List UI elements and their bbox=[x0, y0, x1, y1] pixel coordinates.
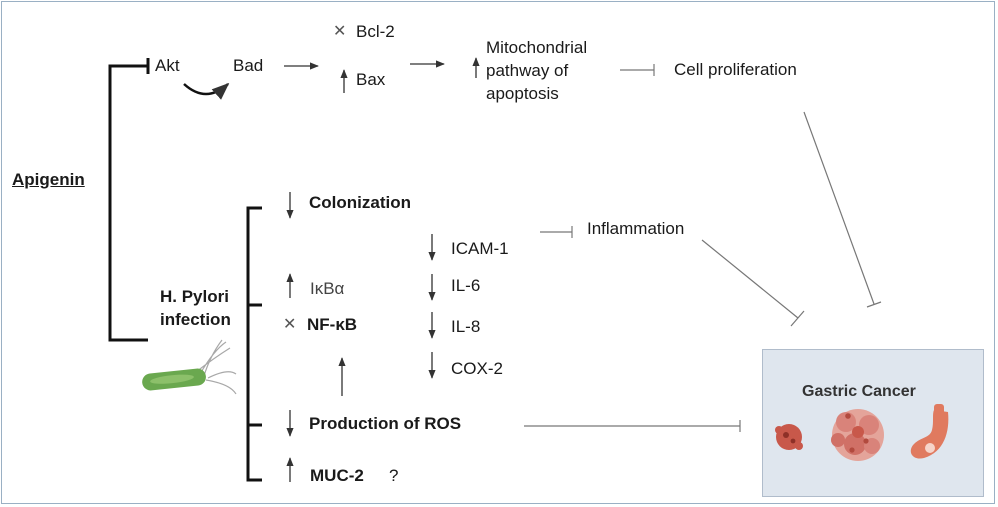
prolif-inhibit-cancer-line bbox=[803, 111, 875, 305]
cell-proliferation-label: Cell proliferation bbox=[674, 60, 797, 79]
ros-label: Production of ROS bbox=[309, 414, 462, 433]
bax-label: Bax bbox=[356, 70, 386, 89]
muc2-question-mark: ? bbox=[389, 466, 399, 485]
bad-label: Bad bbox=[233, 56, 264, 75]
bcl2-label: Bcl-2 bbox=[356, 22, 395, 41]
inflammation-label: Inflammation bbox=[587, 219, 685, 238]
prolif-inhibit-cancer-bar bbox=[866, 301, 882, 308]
hpylori-label-line1: H. Pylori bbox=[160, 287, 229, 306]
bacteria-icon bbox=[142, 339, 237, 395]
mito-label-line1: Mitochondrial bbox=[486, 38, 588, 57]
icam1-label: ICAM-1 bbox=[451, 239, 509, 258]
akt-bad-curve-arrow bbox=[183, 82, 230, 100]
inflam-inhibit-cancer-line bbox=[701, 239, 799, 319]
tumor-mass-icon bbox=[831, 409, 884, 461]
mito-label-line3: apoptosis bbox=[486, 84, 559, 103]
tumor-cell-icon bbox=[775, 424, 803, 450]
hpylori-bracket bbox=[246, 206, 262, 482]
stomach-icon bbox=[910, 404, 949, 459]
mito-label-line2: pathway of bbox=[486, 61, 569, 80]
nfkb-label: NF-κB bbox=[307, 315, 358, 334]
muc2-label: MUC-2 bbox=[310, 466, 364, 485]
inflam-inhibit-cancer-bar bbox=[790, 310, 805, 327]
hpylori-label-line2: infection bbox=[160, 310, 231, 329]
cox2-label: COX-2 bbox=[451, 359, 503, 378]
gastric-cancer-label: Gastric Cancer bbox=[802, 383, 916, 400]
apigenin-label: Apigenin bbox=[12, 170, 85, 189]
nfkb-cross-icon: ✕ bbox=[283, 316, 297, 333]
bcl2-cross-icon: ✕ bbox=[333, 23, 347, 40]
apigenin-bracket bbox=[108, 64, 148, 342]
il8-label: IL-8 bbox=[451, 317, 481, 336]
akt-label: Akt bbox=[155, 56, 180, 75]
il6-label: IL-6 bbox=[451, 276, 481, 295]
ikba-label: IκBα bbox=[310, 279, 345, 298]
colonization-label: Colonization bbox=[309, 193, 411, 212]
